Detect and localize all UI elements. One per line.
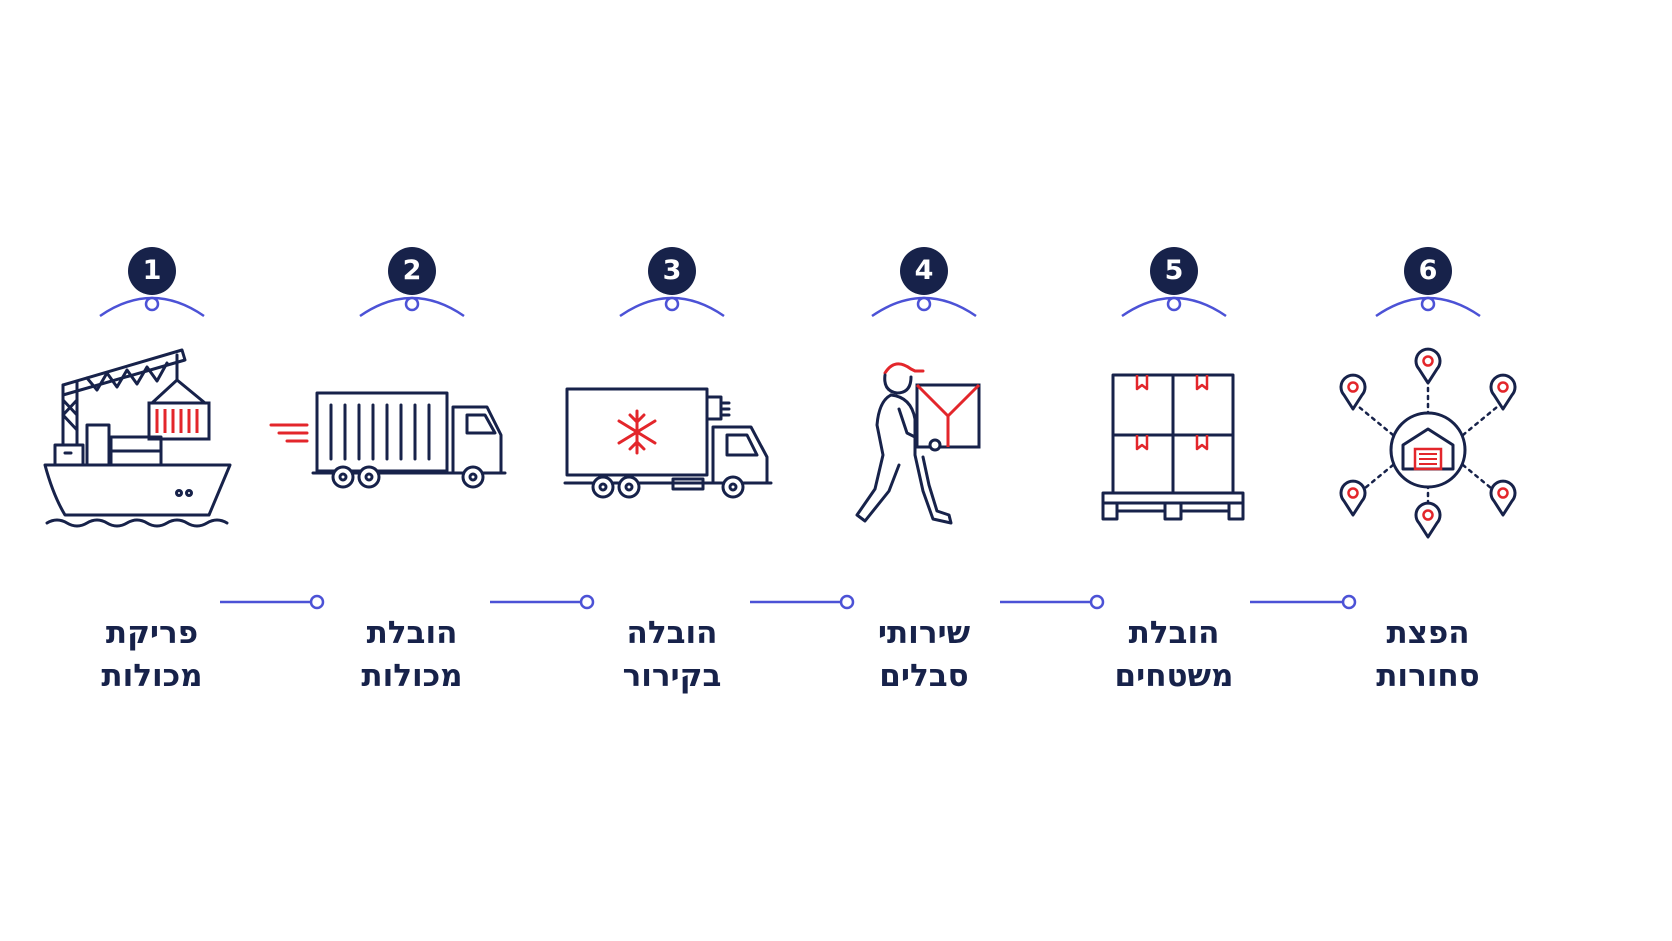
step-2: 2 bbox=[269, 0, 507, 941]
step-5: 5 bbox=[1101, 0, 1245, 941]
timeline-arc bbox=[99, 296, 205, 318]
step-label-line-2: מכולות bbox=[361, 658, 463, 694]
step-label-line-2: בקירור bbox=[622, 658, 722, 694]
step-6: 6 bbox=[1339, 0, 1517, 941]
step-label-line-1: הובלת bbox=[1128, 615, 1220, 651]
warehouse-distribution-icon bbox=[1339, 347, 1517, 539]
step-number-badge: 3 bbox=[648, 247, 696, 295]
step-label-line-1: שירותי bbox=[877, 615, 971, 651]
step-label: הובלה בקירור bbox=[552, 612, 792, 698]
step-number-badge: 6 bbox=[1404, 247, 1452, 295]
container-truck-icon bbox=[269, 391, 507, 489]
porter-carrying-box-icon bbox=[855, 362, 981, 525]
step-label-line-1: הובלה bbox=[626, 615, 718, 651]
step-1: 1 bbox=[43, 0, 232, 941]
connector-3-4 bbox=[750, 594, 855, 610]
timeline-arc bbox=[1375, 296, 1481, 318]
step-label-line-1: הובלת bbox=[366, 615, 458, 651]
step-number-badge: 5 bbox=[1150, 247, 1198, 295]
step-label-line-1: הפצת bbox=[1386, 615, 1470, 651]
connector-2-3 bbox=[490, 594, 595, 610]
connector-5-6 bbox=[1250, 594, 1357, 610]
timeline-arc bbox=[1121, 296, 1227, 318]
step-label-line-2: מכולות bbox=[101, 658, 203, 694]
timeline-arc bbox=[619, 296, 725, 318]
step-label-line-2: משטחים bbox=[1114, 658, 1234, 694]
step-4: 4 שירותי סבלים bbox=[855, 0, 981, 941]
step-label-line-1: פריקת bbox=[105, 615, 199, 651]
step-number-badge: 2 bbox=[388, 247, 436, 295]
timeline-arc bbox=[359, 296, 465, 318]
step-label: פריקת מכולות bbox=[32, 612, 272, 698]
connector-1-2 bbox=[220, 594, 325, 610]
step-number-badge: 1 bbox=[128, 247, 176, 295]
step-3: 3 bbox=[563, 0, 773, 941]
step-label: הפצת סחורות bbox=[1308, 612, 1548, 698]
step-label: שירותי סבלים bbox=[804, 612, 1044, 698]
timeline-arc bbox=[871, 296, 977, 318]
step-label-line-2: סבלים bbox=[879, 658, 969, 694]
refrigerated-truck-icon bbox=[563, 387, 773, 499]
connector-4-5 bbox=[1000, 594, 1105, 610]
cargo-ship-crane-icon bbox=[43, 348, 232, 528]
step-label-line-2: סחורות bbox=[1376, 658, 1480, 694]
step-number-badge: 4 bbox=[900, 247, 948, 295]
step-label: הובלת מכולות bbox=[292, 612, 532, 698]
pallet-boxes-icon bbox=[1101, 373, 1245, 521]
step-label: הובלת משטחים bbox=[1054, 612, 1294, 698]
